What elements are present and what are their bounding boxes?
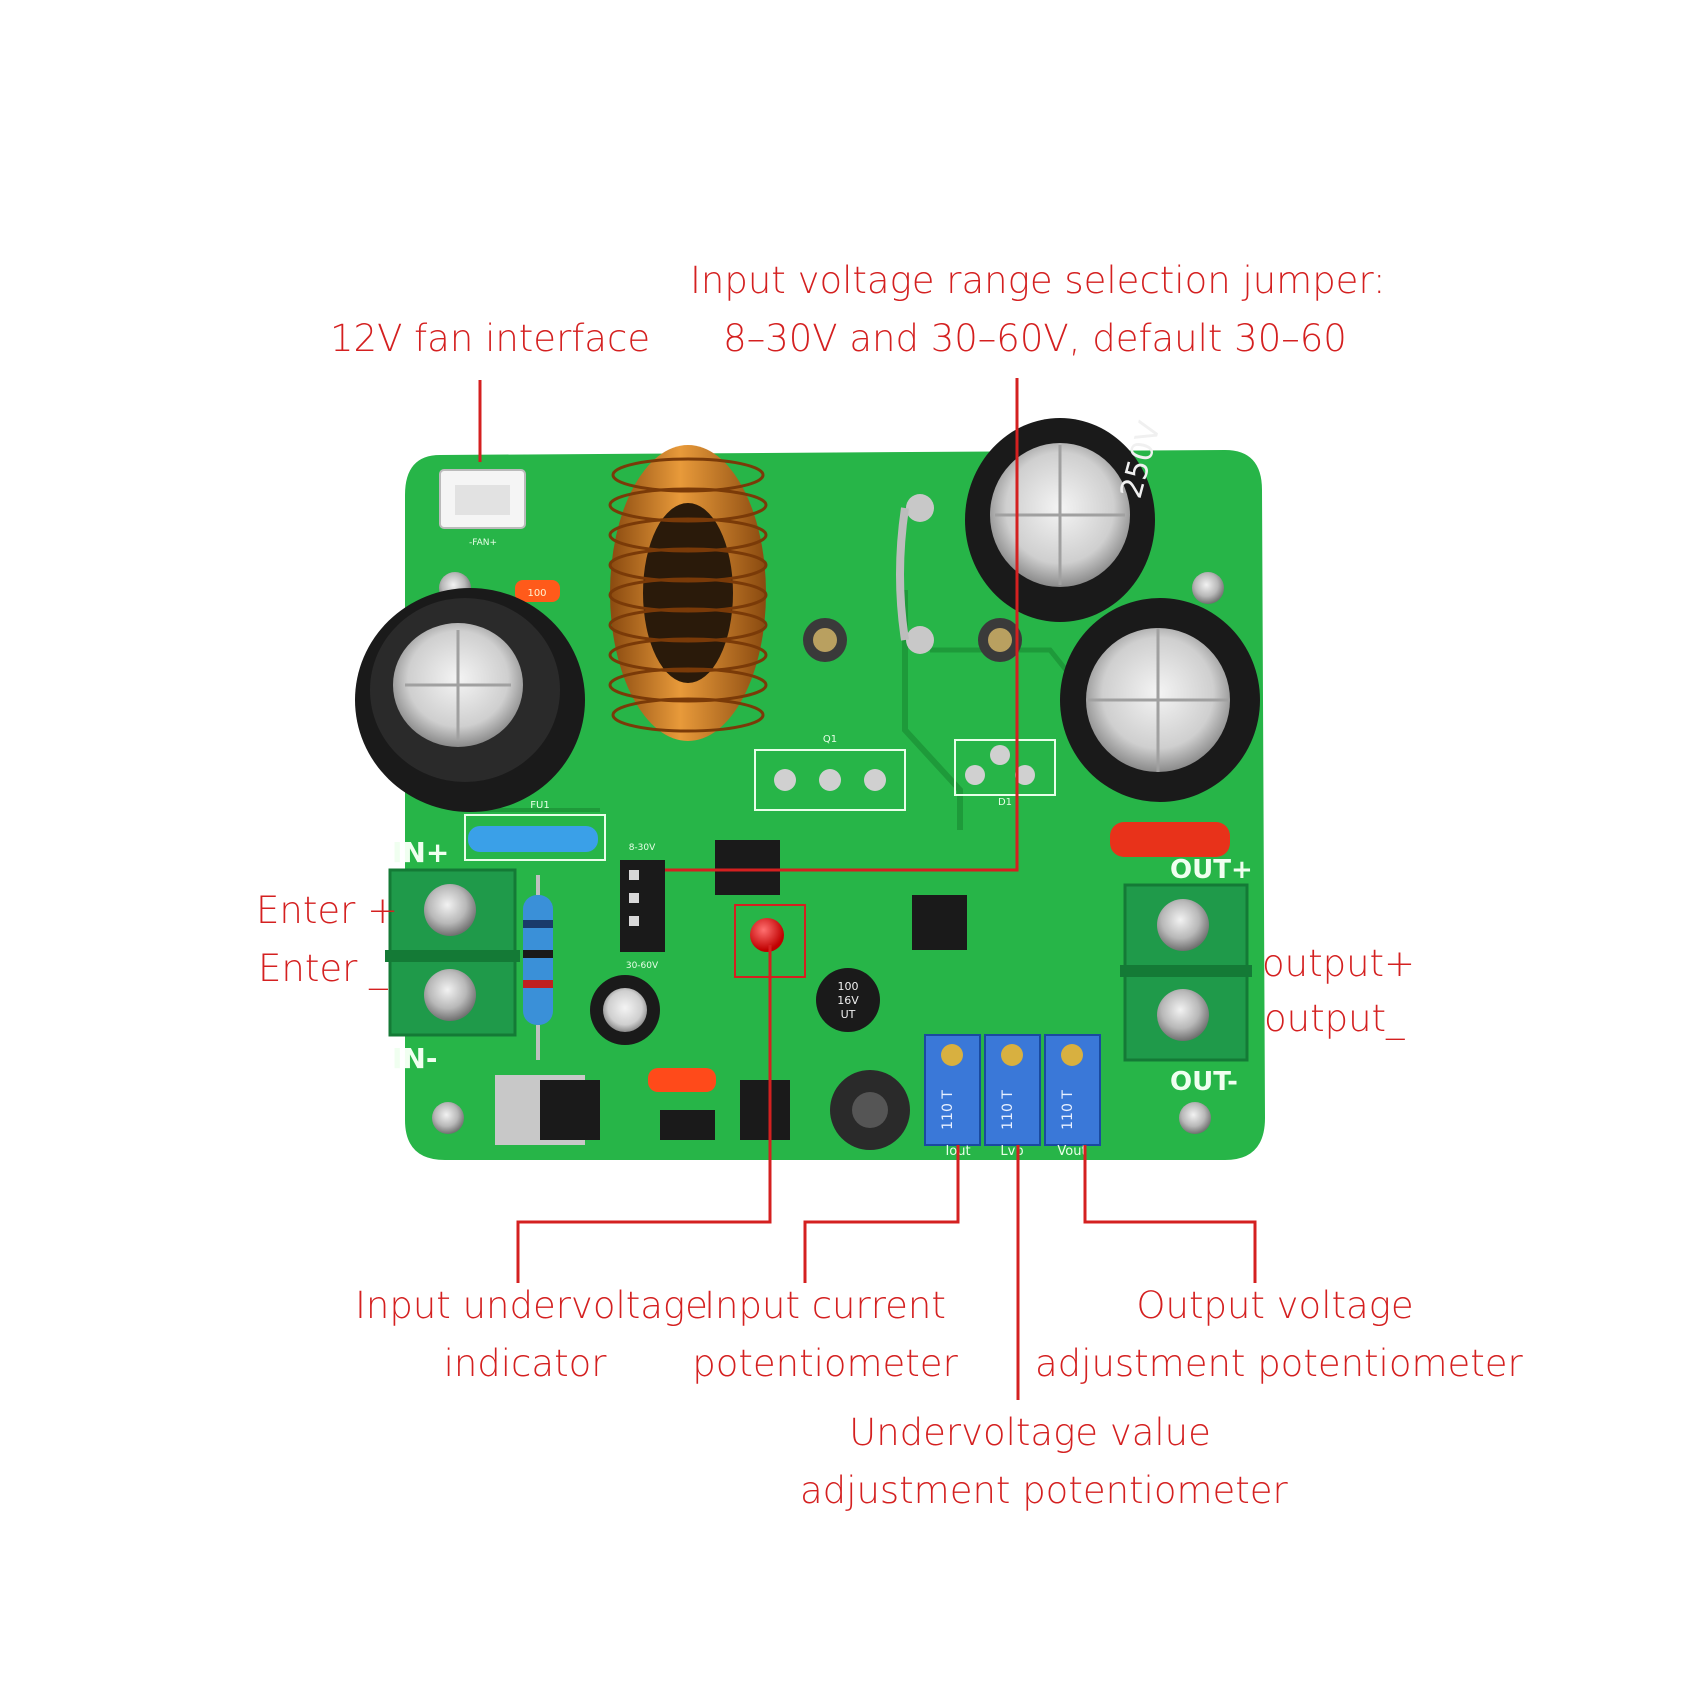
svg-text:D1: D1 (998, 797, 1012, 808)
label-input-current-line2: potentiometer (692, 1342, 958, 1385)
smd-resistor: 100 (515, 580, 560, 602)
fuse: FU1 (464, 800, 606, 861)
svg-text:Vout: Vout (1057, 1144, 1086, 1159)
output-capacitor-right (1060, 598, 1260, 802)
label-uv-value: Undervoltage value adjustment potentiome… (800, 1404, 1288, 1520)
svg-text:100: 100 (838, 980, 859, 993)
label-input-current-line1: Input current (704, 1284, 946, 1327)
svg-text:UT: UT (841, 1008, 856, 1021)
mosfet-q1: Q1 (754, 734, 906, 811)
label-uv-value-line1: Undervoltage value (849, 1411, 1211, 1454)
svg-text:Lvp: Lvp (1000, 1144, 1023, 1159)
leader-lines (478, 378, 1257, 1400)
ic-chip (660, 1110, 715, 1140)
label-output-plus: output+ (1262, 942, 1416, 985)
fan-connector: -FAN+ (439, 469, 526, 548)
input-terminal-block: IN+ IN- (385, 836, 520, 1075)
regulator (495, 1075, 600, 1145)
in-minus-silk: IN- (392, 1042, 437, 1075)
output-capacitor-top: 250V (965, 417, 1168, 622)
mounting-hole (432, 1102, 464, 1134)
leader-uv-indicator (516, 945, 772, 1283)
pot-iout: 110 T Iout (924, 1034, 981, 1159)
output-terminal-block: OUT+ OUT- (1120, 855, 1253, 1097)
label-uv-indicator: Input undervoltage indicator (355, 1277, 708, 1393)
svg-text:30-60V: 30-60V (626, 961, 659, 971)
leader-output-voltage (1083, 1145, 1257, 1283)
label-enter-minus: Enter _ (258, 947, 388, 990)
pot-lvp: 110 T Lvp (984, 1034, 1041, 1159)
toroidal-inductor (608, 445, 768, 741)
ic-chip (715, 840, 780, 895)
out-minus-silk: OUT- (1170, 1067, 1238, 1097)
input-capacitor-left (355, 588, 585, 812)
svg-text:100: 100 (527, 588, 546, 599)
board-screw (988, 628, 1012, 652)
jumper-header: 8-30V 30-60V (620, 843, 665, 971)
diode-d1: D1 (954, 739, 1056, 808)
label-input-current: Input current potentiometer (690, 1277, 960, 1393)
svg-text:Q1: Q1 (823, 734, 837, 745)
leader-input-current (803, 1145, 960, 1283)
label-output-voltage-line1: Output voltage (1136, 1284, 1414, 1327)
board-screw (813, 628, 837, 652)
small-capacitor (590, 975, 660, 1045)
label-output-voltage-line2: adjustment potentiometer (1035, 1342, 1523, 1385)
axial-resistor (523, 875, 553, 1060)
label-output-voltage: Output voltage adjustment potentiometer (1035, 1277, 1523, 1393)
power-inductor (830, 1070, 910, 1150)
label-uv-indicator-line1: Input undervoltage (355, 1284, 708, 1327)
small-capacitor-100uf: 100 16V UT (816, 968, 880, 1032)
svg-text:8-30V: 8-30V (629, 843, 656, 853)
pcb-trace (902, 590, 963, 830)
fan-silkscreen: -FAN+ (469, 538, 497, 548)
label-output-minus: output_ (1264, 997, 1405, 1040)
label-jumper: Input voltage range selection jumper: 8–… (690, 252, 1386, 368)
label-uv-indicator-line2: indicator (443, 1342, 607, 1385)
ic-chip (740, 1080, 790, 1140)
svg-text:110 T: 110 T (1000, 1090, 1016, 1130)
ic-chip (912, 895, 967, 950)
mounting-hole (1192, 572, 1224, 604)
pot-vout: 110 T Vout (1044, 1034, 1101, 1159)
label-jumper-line1: Input voltage range selection jumper: (690, 259, 1386, 302)
svg-text:16V: 16V (837, 994, 859, 1007)
current-shunt (896, 494, 934, 654)
svg-text:FU1: FU1 (530, 800, 549, 811)
smd-capacitor (1110, 822, 1230, 857)
svg-text:110 T: 110 T (1060, 1090, 1076, 1130)
in-plus-silk: IN+ (392, 836, 449, 869)
potentiometers: 110 T Iout 110 T Lvp 110 T Vout (924, 1034, 1101, 1159)
svg-text:110 T: 110 T (940, 1090, 956, 1130)
smd-resistor (648, 1068, 716, 1092)
label-uv-value-line2: adjustment potentiometer (800, 1469, 1288, 1512)
label-jumper-line2: 8–30V and 30–60V, default 30–60 (723, 317, 1347, 360)
out-plus-silk: OUT+ (1170, 855, 1253, 885)
label-fan-interface: 12V fan interface (330, 317, 651, 360)
label-enter-plus: Enter + (256, 889, 399, 932)
mounting-hole (1179, 1102, 1211, 1134)
leader-jumper (665, 378, 1019, 872)
